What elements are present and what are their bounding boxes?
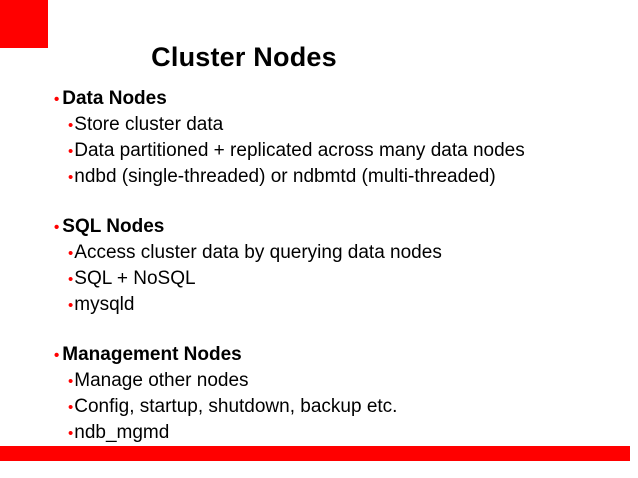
bullet-icon: • [68, 399, 74, 416]
bullet-group-sql-nodes: • SQL Nodes • Access cluster data by que… [54, 214, 634, 318]
bullet-icon: • [68, 297, 74, 314]
list-item-label: Access cluster data by querying data nod… [74, 242, 442, 263]
decorative-bottom-bar [0, 446, 630, 461]
list-item-heading: • Management Nodes [54, 342, 634, 368]
bullet-icon: • [54, 219, 60, 236]
bullet-icon: • [68, 425, 74, 442]
bullet-group-management-nodes: • Management Nodes • Manage other nodes … [54, 342, 634, 446]
list-item-label: SQL Nodes [62, 216, 165, 237]
list-item: • ndb_mgmd [68, 420, 634, 446]
decorative-corner-block [0, 0, 48, 48]
list-item-heading: • Data Nodes [54, 86, 634, 112]
bullet-icon: • [68, 245, 74, 262]
bullet-icon: • [54, 347, 60, 364]
list-item-label: SQL + NoSQL [74, 268, 196, 289]
list-item-label: Store cluster data [74, 114, 224, 135]
list-item-label: Manage other nodes [74, 370, 249, 391]
list-item-label: mysqld [74, 294, 135, 315]
bullet-icon: • [68, 373, 74, 390]
list-item: • Access cluster data by querying data n… [68, 240, 634, 266]
list-item-heading: • SQL Nodes [54, 214, 634, 240]
list-item: • Config, startup, shutdown, backup etc. [68, 394, 634, 420]
slide-body: • Data Nodes • Store cluster data • Data… [54, 86, 634, 446]
bullet-icon: • [68, 169, 74, 186]
bullet-group-data-nodes: • Data Nodes • Store cluster data • Data… [54, 86, 634, 190]
bullet-icon: • [68, 271, 74, 288]
list-item-label: Config, startup, shutdown, backup etc. [74, 396, 398, 417]
list-item-label: ndb_mgmd [74, 422, 170, 443]
bullet-icon: • [54, 91, 60, 108]
list-item: • Data partitioned + replicated across m… [68, 138, 634, 164]
list-item-label: Management Nodes [62, 344, 242, 365]
list-item: • Manage other nodes [68, 368, 634, 394]
list-item-label: ndbd (single-threaded) or ndbmtd (multi-… [74, 166, 496, 187]
list-item-label: Data partitioned + replicated across man… [74, 140, 525, 161]
bullet-icon: • [68, 117, 74, 134]
list-item: • Store cluster data [68, 112, 634, 138]
list-item: • SQL + NoSQL [68, 266, 634, 292]
list-item: • mysqld [68, 292, 634, 318]
list-item-label: Data Nodes [62, 88, 167, 109]
page-title: Cluster Nodes [151, 42, 337, 72]
bullet-icon: • [68, 143, 74, 160]
list-item: • ndbd (single-threaded) or ndbmtd (mult… [68, 164, 634, 190]
